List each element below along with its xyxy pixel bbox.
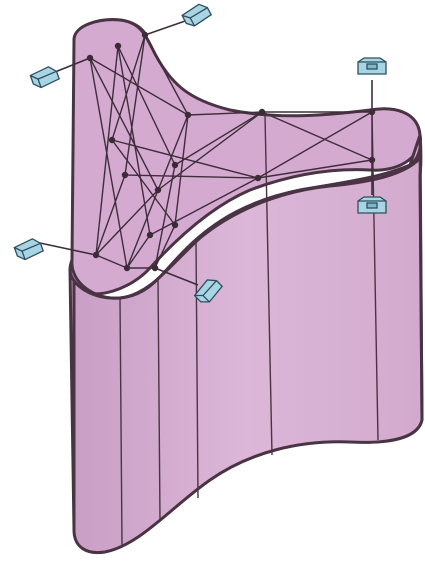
- truss-node-icon: [155, 187, 161, 193]
- truss-node-icon: [259, 109, 265, 115]
- truss-node-icon: [185, 112, 191, 118]
- panel-clamp-icon: [181, 1, 212, 28]
- truss-node-icon: [122, 172, 128, 178]
- truss-node-icon: [172, 162, 178, 168]
- truss-node-icon: [255, 175, 261, 181]
- panel-clamp-icon: [30, 65, 60, 90]
- truss-node-icon: [115, 43, 121, 49]
- truss-node-icon: [124, 265, 130, 271]
- truss-node-icon: [109, 137, 115, 143]
- truss-node-icon: [147, 232, 153, 238]
- truss-node-icon: [172, 222, 178, 228]
- panel-clamp-icon: [358, 58, 386, 74]
- panel-clamp-icon: [14, 237, 44, 262]
- panel-clamp-icon: [358, 197, 386, 213]
